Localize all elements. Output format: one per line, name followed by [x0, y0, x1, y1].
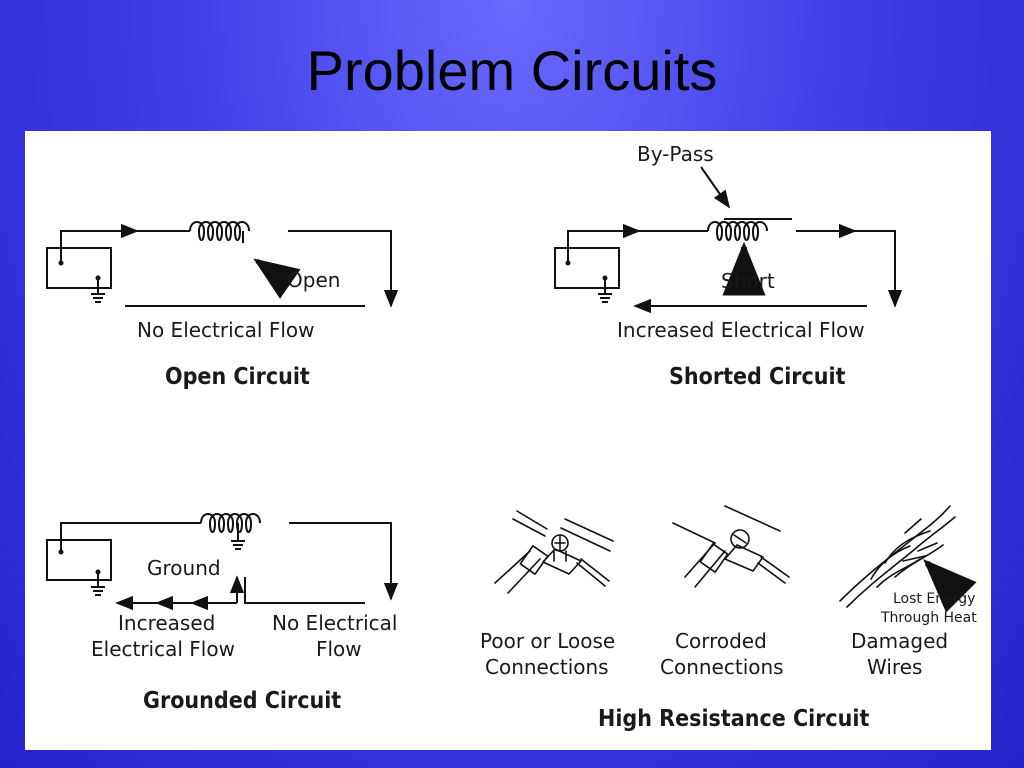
high-resistance-diagram: Lost Energy Through Heat Poor or Loose C… [480, 505, 977, 732]
bypass-label: By-Pass [637, 142, 714, 166]
poor-connections-line1: Poor or Loose [480, 629, 615, 653]
battery-box [46, 247, 112, 289]
shorted-flow-label: Increased Electrical Flow [617, 318, 865, 342]
coil [707, 221, 768, 241]
no-flow-label-line2: Flow [316, 637, 362, 661]
grounded-circuit-diagram: Ground Increased Electrical Flow No Elec… [46, 513, 399, 714]
corroded-connections-line1: Corroded [675, 629, 767, 653]
high-resistance-caption: High Resistance Circuit [598, 706, 870, 732]
no-flow-label-line1: No Electrical [272, 611, 397, 635]
damaged-wires-line2: Wires [867, 655, 922, 679]
corroded-connections-line2: Connections [660, 655, 784, 679]
damaged-wires-line1: Damaged [851, 629, 948, 653]
lost-energy-label-line2: Through Heat [880, 610, 977, 626]
poor-connections-line2: Connections [485, 655, 609, 679]
short-label: Short [721, 269, 775, 293]
bypass-pointer [700, 166, 731, 209]
open-flow-label: No Electrical Flow [137, 318, 315, 342]
battery-box [554, 247, 620, 289]
open-circuit-caption: Open Circuit [165, 364, 310, 390]
increased-label-line1: Increased [118, 611, 215, 635]
coil [189, 221, 250, 241]
shorted-circuit-caption: Shorted Circuit [669, 364, 846, 390]
grounded-circuit-caption: Grounded Circuit [143, 688, 341, 714]
increased-label-line2: Electrical Flow [91, 637, 235, 661]
diagram-canvas: Open No Electrical Flow Open Circuit By-… [46, 142, 977, 732]
diagram-panel: Open No Electrical Flow Open Circuit By-… [25, 131, 991, 750]
battery-box [46, 539, 112, 581]
ground-label: Ground [147, 556, 221, 580]
shorted-circuit-diagram: By-Pass Short Increased Electrical Flow … [554, 142, 903, 390]
open-circuit-diagram: Open No Electrical Flow Open Circuit [46, 221, 399, 390]
coil [200, 513, 261, 533]
lost-energy-arrow [923, 559, 977, 613]
open-label: Open [287, 268, 340, 292]
corroded-connection-illustration [672, 505, 790, 588]
open-pointer-arrow [253, 258, 301, 299]
slide-title: Problem Circuits [306, 39, 718, 102]
lost-energy-label-line1: Lost Energy [893, 591, 975, 607]
loose-connection-illustration [494, 510, 614, 594]
damaged-wires-illustration [839, 505, 956, 608]
